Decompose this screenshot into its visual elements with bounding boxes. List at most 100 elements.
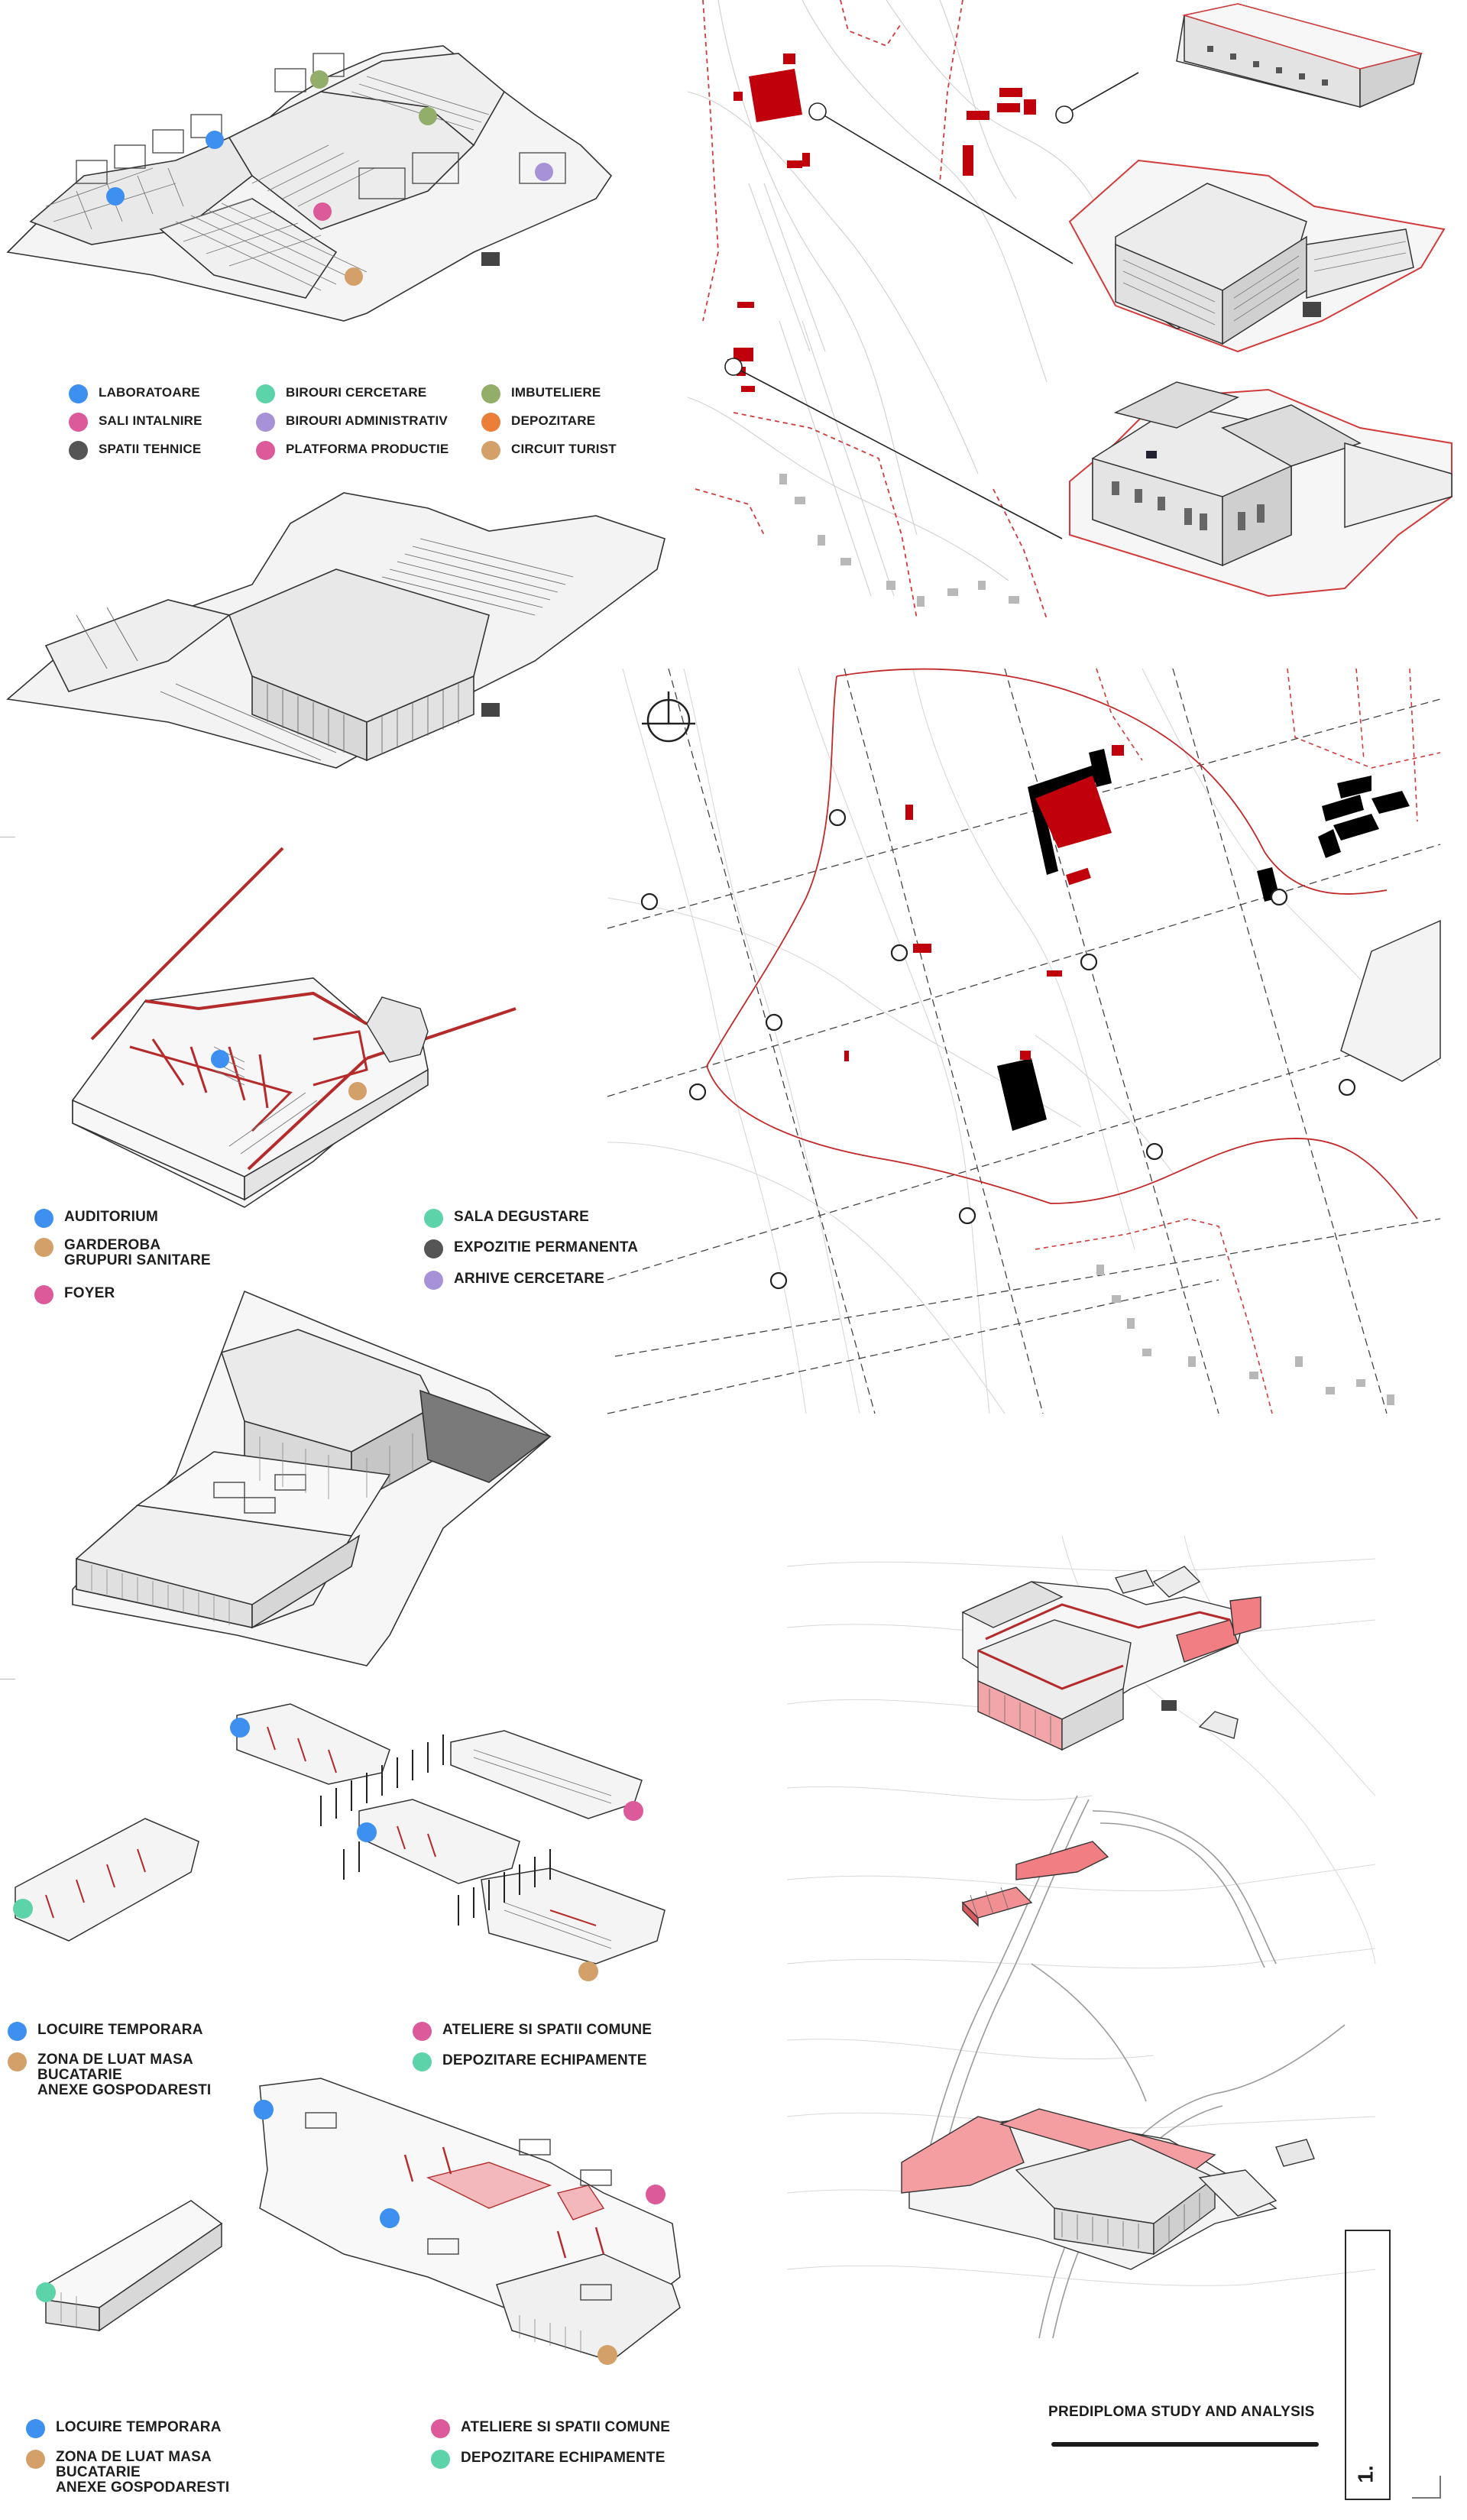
masterplan-axonometric <box>786 1535 1376 2339</box>
legend-item: ARHIVE CERCETARE <box>424 1271 604 1290</box>
legend-label: GARDEROBA GRUPURI SANITARE <box>64 1237 211 1268</box>
legend-dot <box>431 2419 450 2438</box>
legend-item: LABORATOARE <box>69 384 200 403</box>
legend-dot <box>424 1209 443 1228</box>
legend-dot <box>481 441 500 460</box>
legend-dot <box>431 2450 450 2469</box>
legend-label: DEPOZITARE <box>511 413 596 428</box>
legend-dot <box>413 2022 432 2041</box>
legend-dot <box>256 441 275 460</box>
legend-label: LOCUIRE TEMPORARA <box>56 2419 222 2435</box>
marker-garderoba <box>348 1082 367 1100</box>
legend-dot <box>256 384 275 403</box>
legend-item: DEPOZITARE <box>481 413 595 432</box>
marker-laboratoare <box>106 187 125 206</box>
legend-item: ATELIERE SI SPATII COMUNE <box>431 2419 670 2438</box>
legend-item: LOCUIRE TEMPORARA <box>26 2419 222 2438</box>
production-axonometric-3d <box>6 492 665 769</box>
legend-production-program: LABORATOARE BIROURI CERCETARE IMBUTELIER… <box>69 384 649 461</box>
legend-housing-program: LOCUIRE TEMPORARA ZONA DE LUAT MASA BUCA… <box>8 2022 665 2098</box>
legend-item: SALI INTALNIRE <box>69 413 202 432</box>
legend-item: BIROURI ADMINISTRATIV <box>256 413 448 432</box>
legend-item: SALA DEGUSTARE <box>424 1209 589 1228</box>
legend-item: EXPOZITIE PERMANENTA <box>424 1239 638 1258</box>
legend-item: DEPOZITARE ECHIPAMENTE <box>413 2052 647 2071</box>
legend-item: ATELIERE SI SPATII COMUNE <box>413 2022 652 2041</box>
marker-zona-masa <box>578 1961 598 1981</box>
legend-item: PLATFORMA PRODUCTIE <box>256 441 449 460</box>
site-plan-existing-buildings <box>687 0 1452 620</box>
legend-label: ZONA DE LUAT MASA BUCATARIE ANEXE GOSPOD… <box>56 2449 230 2496</box>
legend-item: ZONA DE LUAT MASA BUCATARIE ANEXE GOSPOD… <box>8 2052 211 2098</box>
building-footprint <box>749 69 802 122</box>
legend-label: CIRCUIT TURIST <box>511 442 617 456</box>
housing-assembled-axonometric <box>36 2078 681 2365</box>
page-number: 1. <box>1353 2465 1378 2483</box>
cultural-building-plan <box>72 847 517 1208</box>
legend-dot <box>69 413 88 432</box>
legend-label: AUDITORIUM <box>64 1209 159 1225</box>
marker-laboratoare <box>206 131 224 149</box>
legend-label: IMBUTELIERE <box>511 385 601 400</box>
cultural-building-3d <box>72 1290 552 1667</box>
legend-dot <box>34 1209 53 1228</box>
marker-platforma-productie <box>313 202 332 221</box>
marker-depozitare <box>36 2282 56 2302</box>
marker-imbuteliere <box>419 107 437 125</box>
legend-item: LOCUIRE TEMPORARA <box>8 2022 203 2041</box>
marker-locuire-temporara <box>357 1822 377 1842</box>
legend-dot <box>26 2450 45 2469</box>
legend-label: EXPOZITIE PERMANENTA <box>454 1239 639 1255</box>
legend-label: ATELIERE SI SPATII COMUNE <box>442 2022 653 2038</box>
legend-label: ZONA DE LUAT MASA BUCATARIE ANEXE GOSPOD… <box>37 2052 212 2098</box>
legend-dot <box>34 1238 53 1257</box>
legend-dot <box>481 384 500 403</box>
page-number-frame: 1. <box>1345 2230 1391 2500</box>
marker-zona-masa <box>597 2345 617 2365</box>
legend-item: FOYER <box>34 1285 115 1304</box>
legend-item: IMBUTELIERE <box>481 384 601 403</box>
corner-mark <box>1412 2476 1441 2499</box>
legend-dot <box>34 1285 53 1304</box>
legend-item: CIRCUIT TURIST <box>481 441 617 460</box>
marker-ateliere <box>623 1801 643 1821</box>
production-axonometric-program <box>6 45 613 322</box>
sheet-title-block: PREDIPLOMA STUDY AND ANALYSIS <box>1048 2404 1323 2450</box>
marker-birouri-administrativ <box>535 163 553 181</box>
legend-label: FOYER <box>64 1285 115 1301</box>
legend-label: SPATII TEHNICE <box>99 442 202 456</box>
marker-circuit-turist <box>345 267 363 286</box>
marker-imbuteliere <box>310 70 329 89</box>
legend-label: LABORATOARE <box>99 385 200 400</box>
legend-dot <box>481 413 500 432</box>
legend-label: DEPOZITARE ECHIPAMENTE <box>461 2450 665 2466</box>
legend-dot <box>8 2052 27 2071</box>
legend-item: DEPOZITARE ECHIPAMENTE <box>431 2450 665 2469</box>
legend-label: SALA DEGUSTARE <box>454 1209 589 1225</box>
legend-label: ARHIVE CERCETARE <box>454 1271 605 1287</box>
site-grid-plan <box>607 668 1441 1414</box>
legend-label: BIROURI CERCETARE <box>286 385 427 400</box>
legend-item: BIROURI CERCETARE <box>256 384 426 403</box>
legend-label: DEPOZITARE ECHIPAMENTE <box>442 2052 647 2068</box>
legend-dot <box>8 2022 27 2041</box>
marker-locuire-temporara <box>254 2100 274 2120</box>
legend-dot <box>256 413 275 432</box>
sheet-title: PREDIPLOMA STUDY AND ANALYSIS <box>1048 2404 1315 2420</box>
legend-label: PLATFORMA PRODUCTIE <box>286 442 449 456</box>
north-arrow-icon <box>642 692 695 743</box>
legend-dot <box>424 1271 443 1290</box>
legend-item: SPATII TEHNICE <box>69 441 201 460</box>
title-underline <box>1051 2442 1319 2447</box>
legend-label: ATELIERE SI SPATII COMUNE <box>461 2419 671 2435</box>
legend-housing-program-2: LOCUIRE TEMPORARA ZONA DE LUAT MASA BUCA… <box>26 2419 683 2496</box>
marker-locuire-temporara <box>230 1718 250 1738</box>
legend-label: LOCUIRE TEMPORARA <box>37 2022 203 2038</box>
legend-dot <box>69 384 88 403</box>
legend-dot <box>69 441 88 460</box>
legend-cultural-program: AUDITORIUM GARDEROBA GRUPURI SANITARE FO… <box>34 1209 661 1308</box>
program-markers-top <box>106 70 553 286</box>
legend-item: ZONA DE LUAT MASA BUCATARIE ANEXE GOSPOD… <box>26 2450 229 2496</box>
marker-locuire-temporara <box>380 2208 400 2228</box>
legend-dot <box>424 1239 443 1258</box>
